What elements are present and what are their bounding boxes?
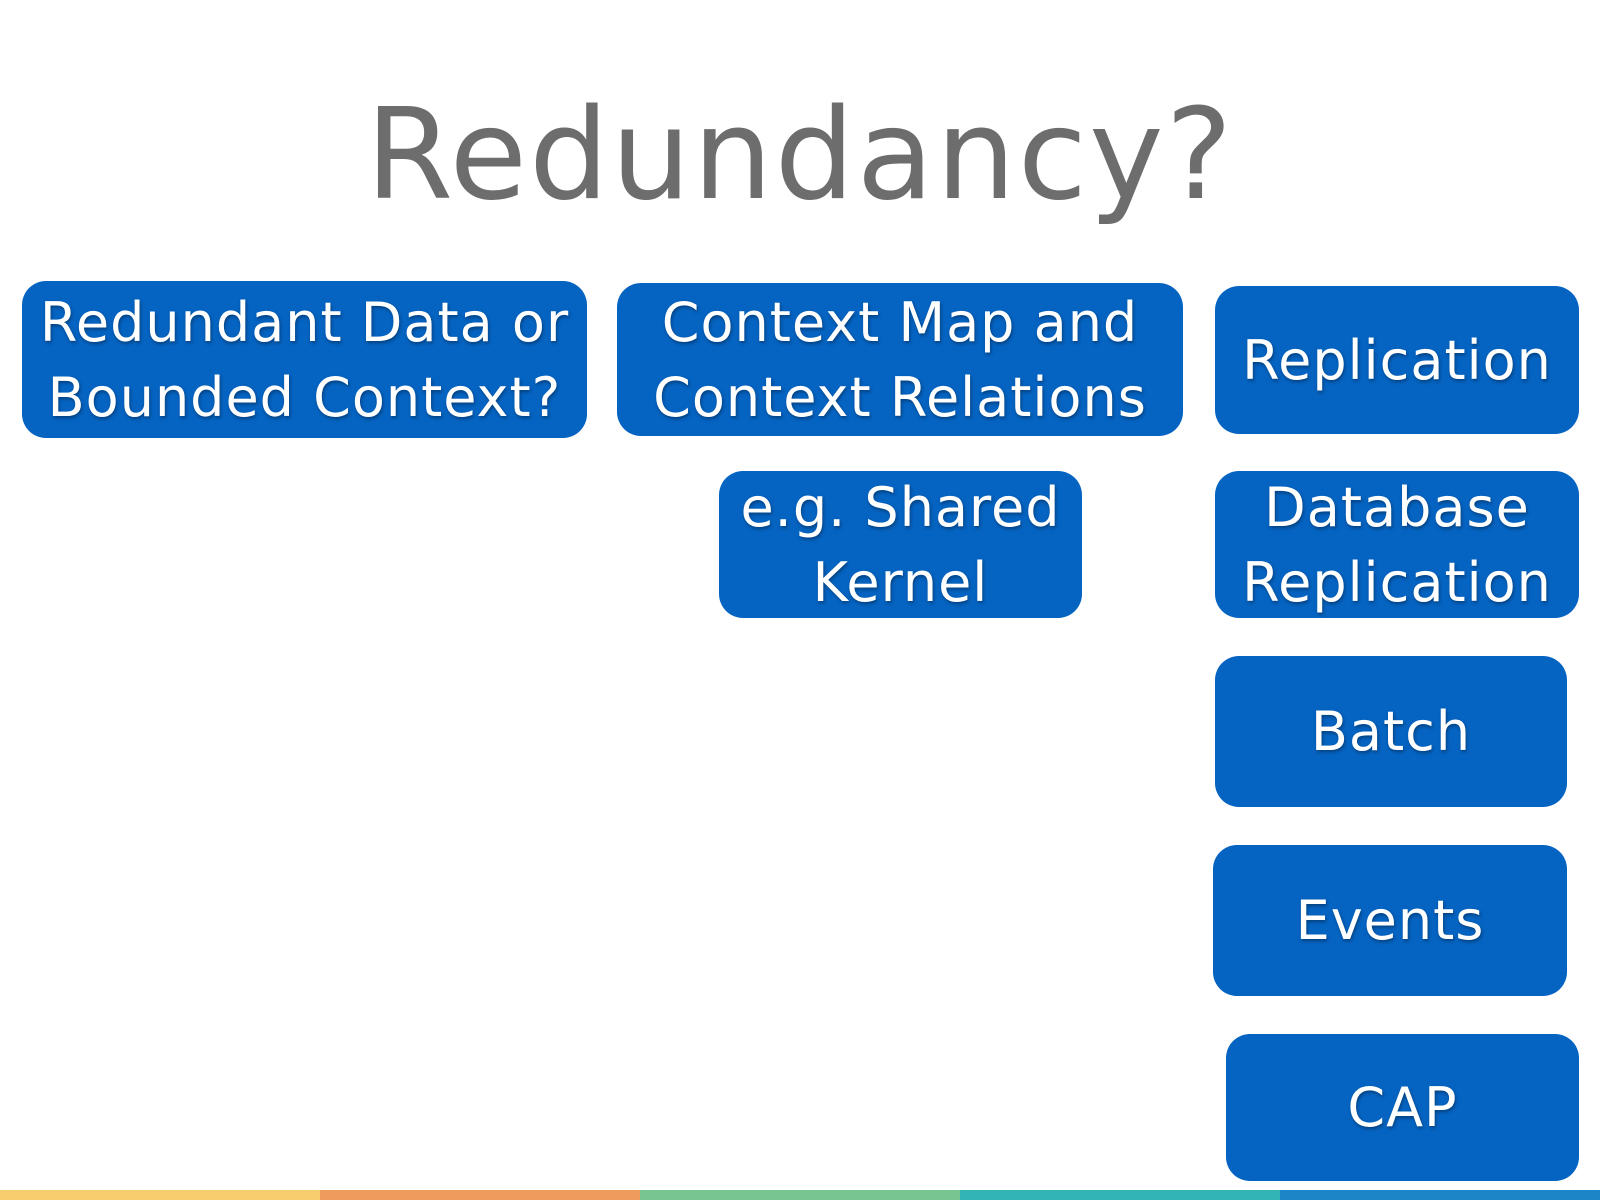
box-shared-kernel: e.g. Shared Kernel (719, 471, 1082, 618)
box-cap: CAP (1226, 1034, 1579, 1181)
footer-stripe-orange (320, 1190, 640, 1200)
footer-stripe-blue (1280, 1190, 1600, 1200)
footer-stripe-teal (960, 1190, 1280, 1200)
footer-stripe-green (640, 1190, 960, 1200)
box-batch: Batch (1215, 656, 1567, 807)
box-events: Events (1213, 845, 1567, 996)
box-replication: Replication (1215, 286, 1579, 434)
footer-color-bar (0, 1190, 1600, 1200)
slide-title: Redundancy? (365, 81, 1235, 228)
box-context-map-and-context-relations: Context Map and Context Relations (617, 283, 1183, 436)
box-database-replication: Database Replication (1215, 471, 1579, 618)
box-redundant-data-or-bounded-context: Redundant Data or Bounded Context? (22, 281, 587, 438)
footer-stripe-yellow (0, 1190, 320, 1200)
